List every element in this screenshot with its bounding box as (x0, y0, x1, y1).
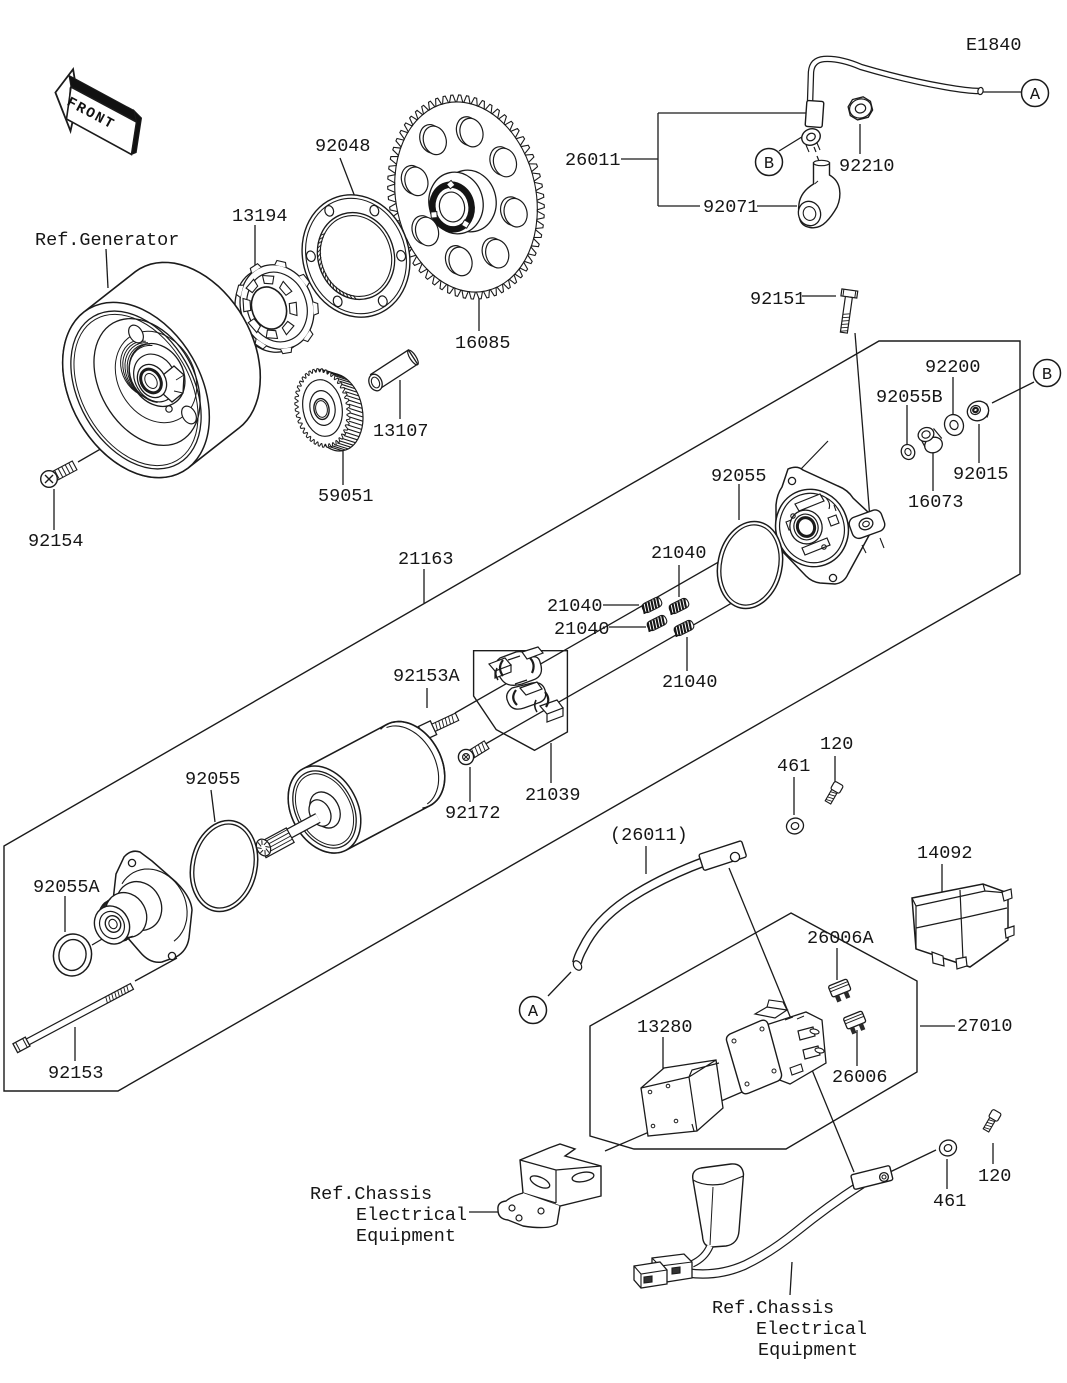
svg-text:21040: 21040 (554, 619, 610, 640)
svg-text:Ref.Chassis: Ref.Chassis (712, 1298, 834, 1319)
svg-text:Equipment: Equipment (758, 1340, 858, 1361)
svg-text:92200: 92200 (925, 357, 981, 378)
svg-text:92055B: 92055B (876, 387, 943, 408)
svg-text:21040: 21040 (547, 596, 603, 617)
svg-text:27010: 27010 (957, 1016, 1013, 1037)
svg-text:21039: 21039 (525, 785, 581, 806)
svg-text:92048: 92048 (315, 136, 371, 157)
svg-text:(26011): (26011) (610, 825, 688, 846)
svg-text:13107: 13107 (373, 421, 429, 442)
svg-text:16073: 16073 (908, 492, 964, 513)
svg-text:59051: 59051 (318, 486, 374, 507)
svg-text:A: A (528, 1003, 539, 1022)
svg-text:92154: 92154 (28, 531, 84, 552)
svg-text:26011: 26011 (565, 150, 621, 171)
svg-text:120: 120 (978, 1166, 1011, 1187)
svg-text:B: B (764, 155, 774, 174)
svg-text:Ref.Generator: Ref.Generator (35, 230, 179, 251)
svg-text:92153A: 92153A (393, 666, 461, 687)
svg-text:Electrical: Electrical (756, 1319, 867, 1340)
svg-text:92055: 92055 (185, 769, 241, 790)
svg-text:26006: 26006 (832, 1067, 888, 1088)
svg-text:14092: 14092 (917, 843, 973, 864)
svg-text:B: B (1042, 366, 1052, 385)
svg-text:26006A: 26006A (807, 928, 875, 949)
svg-text:461: 461 (777, 756, 810, 777)
svg-text:21040: 21040 (651, 543, 707, 564)
svg-text:92071: 92071 (703, 197, 759, 218)
svg-text:92153: 92153 (48, 1063, 104, 1084)
svg-text:Electrical: Electrical (356, 1205, 467, 1226)
svg-text:Ref.Chassis: Ref.Chassis (310, 1184, 432, 1205)
svg-text:E1840: E1840 (966, 35, 1022, 56)
svg-text:13280: 13280 (637, 1017, 693, 1038)
svg-text:92055A: 92055A (33, 877, 101, 898)
svg-text:Equipment: Equipment (356, 1226, 456, 1247)
svg-text:92172: 92172 (445, 803, 501, 824)
svg-text:13194: 13194 (232, 206, 288, 227)
svg-text:461: 461 (933, 1191, 966, 1212)
svg-text:92151: 92151 (750, 289, 806, 310)
svg-text:92015: 92015 (953, 464, 1009, 485)
svg-text:120: 120 (820, 734, 853, 755)
svg-text:16085: 16085 (455, 333, 511, 354)
svg-text:21040: 21040 (662, 672, 718, 693)
svg-text:92210: 92210 (839, 156, 895, 177)
svg-text:21163: 21163 (398, 549, 454, 570)
svg-text:A: A (1030, 86, 1041, 105)
